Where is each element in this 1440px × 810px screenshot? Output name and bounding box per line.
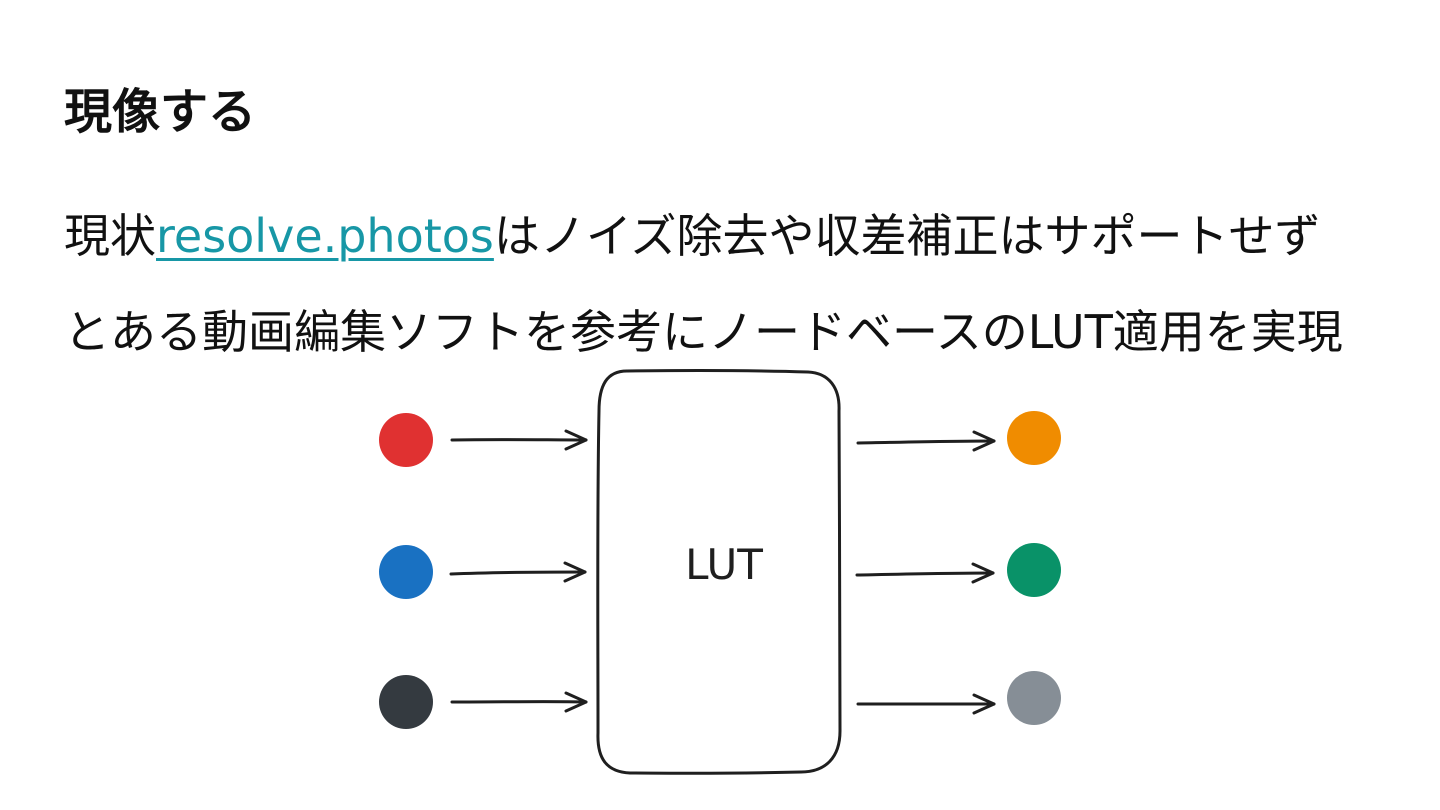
input-arrow-1 <box>450 429 588 451</box>
lut-node-diagram: LUT <box>379 369 1061 775</box>
output-arrow-1 <box>856 430 996 452</box>
body-line-1-prefix: 現状 <box>64 209 156 263</box>
body-line-1-suffix: はノイズ除去や収差補正はサポートせず <box>493 209 1321 263</box>
input-red-dot <box>379 413 433 467</box>
input-blue-dot <box>379 545 433 599</box>
output-green-dot <box>1007 543 1061 597</box>
slide-title: 現像する <box>64 84 257 140</box>
input-arrow-2 <box>449 561 587 583</box>
resolve-photos-link[interactable]: resolve.photos <box>156 209 494 263</box>
output-arrow-2 <box>855 562 995 584</box>
body-line-2: とある動画編集ソフトを参考にノードベースのLUT適用を実現 <box>64 305 1343 359</box>
slide-body: 現状resolve.photosはノイズ除去や収差補正はサポートせず とある動画… <box>64 188 1394 380</box>
input-dark-dot <box>379 675 433 729</box>
lut-node-box <box>596 369 842 775</box>
output-gray-dot <box>1007 671 1061 725</box>
input-arrow-3 <box>450 691 588 713</box>
body-line-1: 現状resolve.photosはノイズ除去や収差補正はサポートせず <box>64 188 1394 284</box>
output-arrow-3 <box>856 693 996 715</box>
output-orange-dot <box>1007 411 1061 465</box>
lut-node-label: LUT <box>685 540 763 589</box>
